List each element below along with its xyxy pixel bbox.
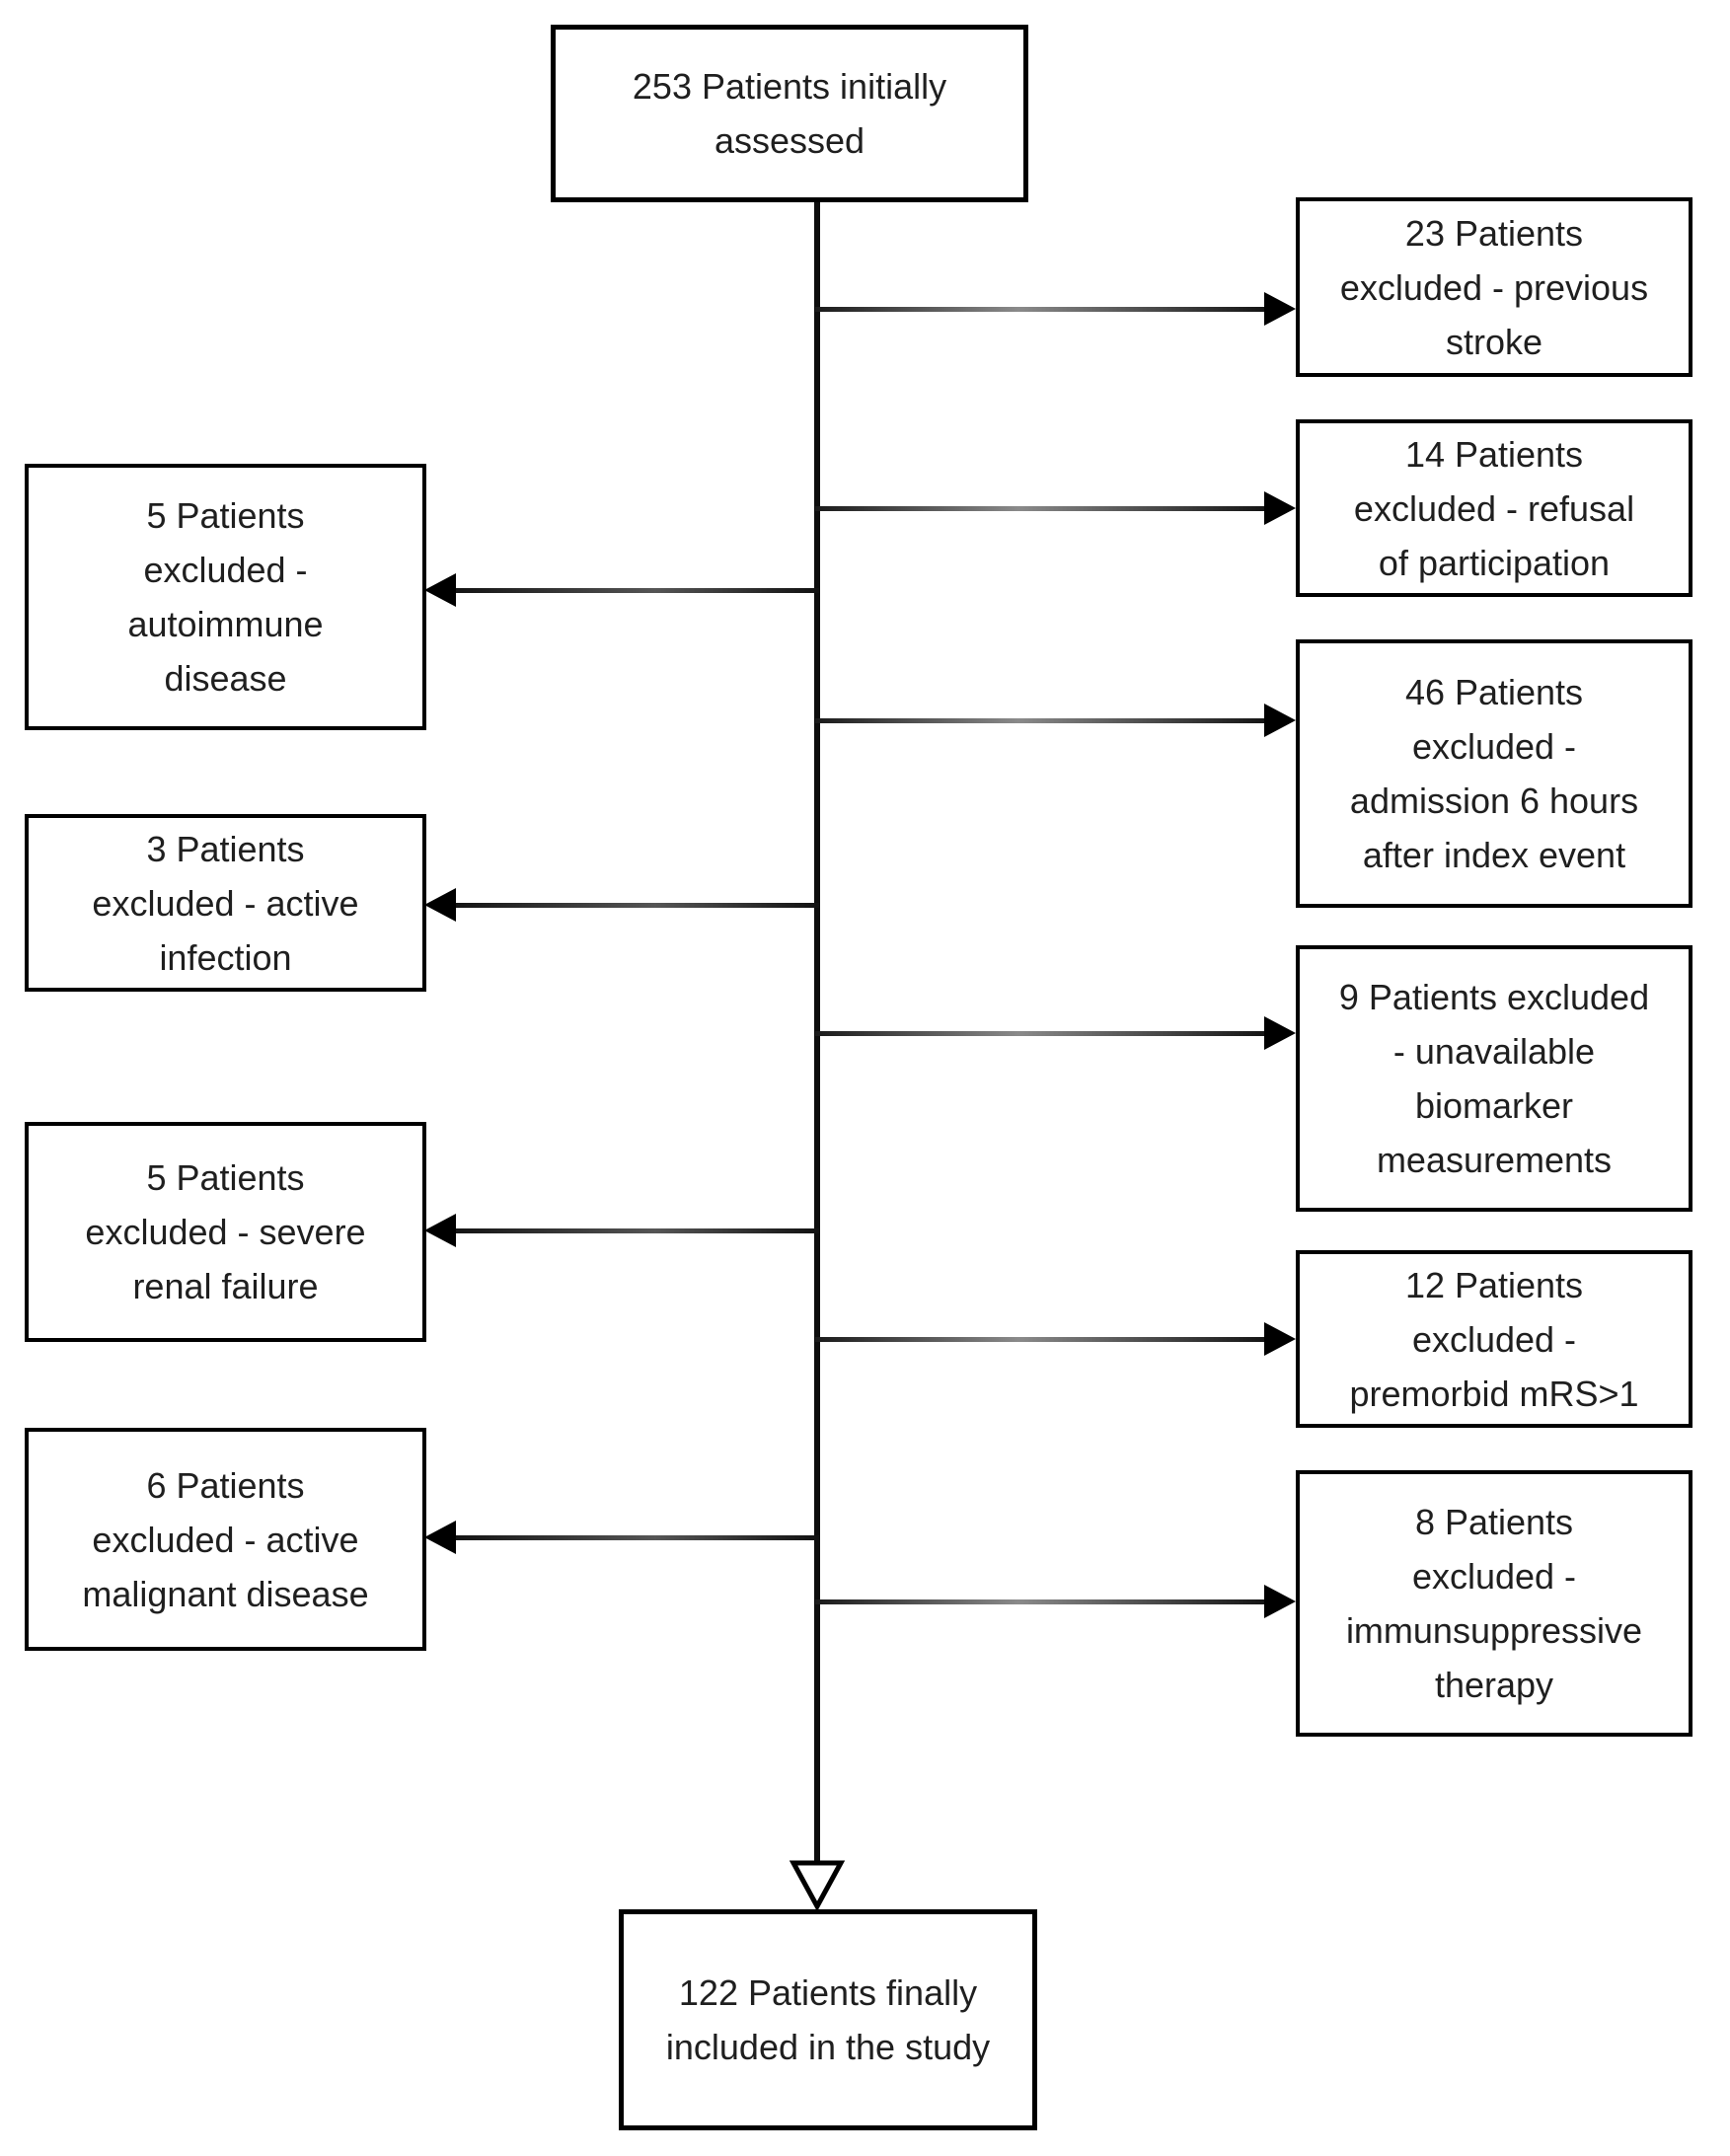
open-arrowhead-icon [789, 1859, 846, 1915]
connector-right-3-arrowhead-icon [1264, 704, 1296, 737]
node-text: 3 Patients excluded - active infection [92, 828, 359, 978]
node-excluded-premorbid-mrs: 12 Patients excluded - premorbid mRS>1 [1296, 1250, 1692, 1428]
connector-right-3-line [815, 718, 1266, 723]
node-text: 122 Patients finally included in the stu… [665, 1972, 991, 2067]
connector-left-3-arrowhead-icon [424, 1214, 456, 1247]
node-text: 8 Patients excluded - immunsuppressive t… [1345, 1502, 1643, 1705]
node-text: 14 Patients excluded - refusal of partic… [1353, 433, 1635, 583]
connector-left-2-line [456, 903, 819, 908]
node-text: 6 Patients excluded - active malignant d… [82, 1464, 369, 1614]
connector-left-1-arrowhead-icon [424, 573, 456, 607]
node-text: 253 Patients initially assessed [632, 66, 947, 161]
connector-right-5-line [815, 1337, 1266, 1342]
connector-right-5-arrowhead-icon [1264, 1322, 1296, 1356]
node-excluded-refusal-of-participation: 14 Patients excluded - refusal of partic… [1296, 419, 1692, 597]
connector-right-2-line [815, 506, 1266, 511]
node-text: 9 Patients excluded - unavailable biomar… [1338, 977, 1650, 1180]
node-excluded-admission-after-6-hours: 46 Patients excluded - admission 6 hours… [1296, 639, 1692, 908]
node-excluded-severe-renal-failure: 5 Patients excluded - severe renal failu… [25, 1122, 426, 1342]
node-text: 5 Patients excluded - severe renal failu… [85, 1157, 366, 1306]
connector-right-1-line [815, 307, 1266, 312]
connector-right-6-arrowhead-icon [1264, 1585, 1296, 1618]
connector-left-2-arrowhead-icon [424, 888, 456, 922]
node-excluded-unavailable-biomarker: 9 Patients excluded - unavailable biomar… [1296, 945, 1692, 1212]
connector-left-4-arrowhead-icon [424, 1521, 456, 1554]
node-excluded-immunsuppressive-therapy: 8 Patients excluded - immunsuppressive t… [1296, 1470, 1692, 1737]
node-excluded-active-infection: 3 Patients excluded - active infection [25, 814, 426, 992]
node-text: 5 Patients excluded - autoimmune disease [127, 495, 324, 699]
node-excluded-previous-stroke: 23 Patients excluded - previous stroke [1296, 197, 1692, 377]
connector-left-1-line [456, 588, 819, 593]
connector-right-4-line [815, 1031, 1266, 1036]
node-excluded-autoimmune-disease: 5 Patients excluded - autoimmune disease [25, 464, 426, 730]
connector-right-6-line [815, 1599, 1266, 1604]
node-initially-assessed: 253 Patients initially assessed [551, 25, 1028, 202]
node-finally-included: 122 Patients finally included in the stu… [619, 1909, 1037, 2130]
connector-left-4-line [456, 1535, 819, 1540]
connector-right-2-arrowhead-icon [1264, 491, 1296, 525]
node-text: 46 Patients excluded - admission 6 hours… [1349, 672, 1639, 875]
connector-left-3-line [456, 1228, 819, 1233]
node-text: 12 Patients excluded - premorbid mRS>1 [1349, 1264, 1639, 1414]
connector-right-4-arrowhead-icon [1264, 1016, 1296, 1050]
connector-right-1-arrowhead-icon [1264, 292, 1296, 326]
node-excluded-active-malignant-disease: 6 Patients excluded - active malignant d… [25, 1428, 426, 1651]
node-text: 23 Patients excluded - previous stroke [1339, 212, 1649, 362]
